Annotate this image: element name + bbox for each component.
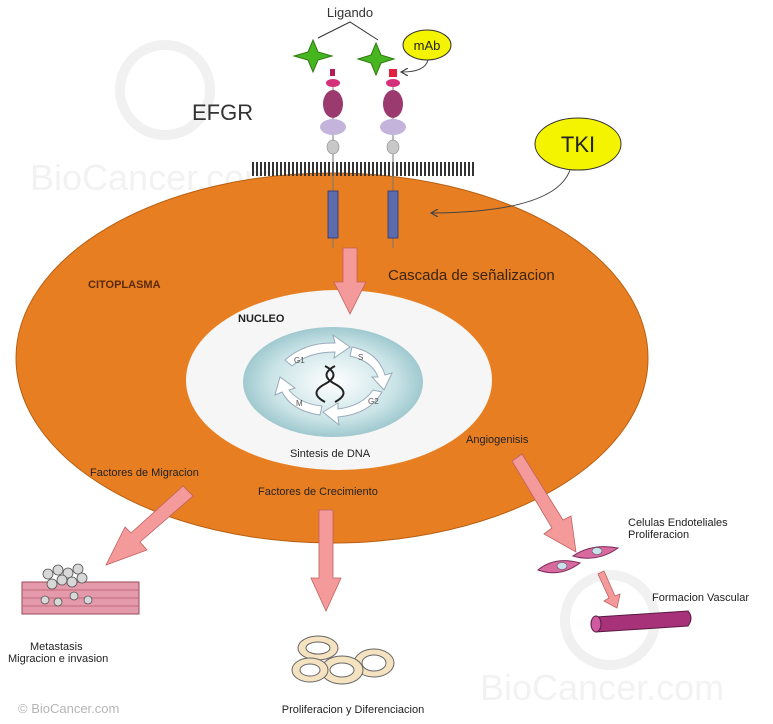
tki-arrow (432, 169, 571, 213)
vascular-tube-icon (590, 610, 692, 633)
phase-g1: G1 (294, 356, 305, 365)
cell-membrane (251, 162, 475, 176)
endothelial-cells-icon (537, 546, 620, 574)
mab-label: mAb (414, 38, 441, 53)
cascade-label: Cascada de señalizacion (388, 267, 555, 284)
metastasis-vessel-icon (21, 563, 140, 615)
proliferating-cells-icon (291, 635, 395, 685)
phase-s: S (358, 353, 363, 362)
ligand-label: Ligando (327, 5, 373, 20)
ligand-connector (317, 21, 379, 41)
phase-m: M (296, 399, 303, 408)
cascade-arrow (333, 247, 367, 315)
tki-callout (534, 117, 622, 171)
vascular-arrow (597, 570, 621, 609)
cell-cycle-arrows (274, 333, 393, 427)
receptor-label: EFGR (192, 100, 253, 125)
metastasis-label-line1: Metastasis (30, 641, 83, 653)
dna-helix-icon (315, 365, 345, 403)
mab-callout (402, 29, 452, 61)
cytoplasm-label: CITOPLASMA (88, 279, 161, 291)
phase-g2: G2 (368, 397, 379, 406)
proliferation-label: Proliferacion y Diferenciacion (282, 704, 424, 716)
ligand-star-right-icon (356, 41, 396, 77)
watermark-text-bottom: BioCancer.com (480, 667, 724, 708)
dna-synthesis-label: Sintesis de DNA (290, 448, 371, 460)
metastasis-label-line2: Migracion e invasion (8, 653, 108, 665)
migration-factors-label: Factores de Migracion (90, 467, 199, 479)
vascular-label: Formacion Vascular (652, 592, 749, 604)
tki-label: TKI (561, 132, 595, 157)
copyright-label: © BioCancer.com (18, 701, 119, 716)
ligand-star-left-icon (292, 38, 334, 74)
endothelial-label-line1: Celulas Endoteliales (628, 517, 728, 529)
endothelial-label-line2: Proliferacion (628, 529, 689, 541)
growth-factors-label: Factores de Crecimiento (258, 486, 378, 498)
egfr-receptor-left (320, 69, 346, 248)
migration-arrow (105, 485, 194, 566)
angiogenesis-arrow (511, 453, 577, 553)
egfr-receptor-right (380, 69, 406, 248)
angiogenesis-label: Angiogenisis (466, 434, 529, 446)
mab-arrow (402, 59, 429, 72)
growth-arrow (310, 509, 342, 612)
nucleus-label: NUCLEO (238, 313, 285, 325)
